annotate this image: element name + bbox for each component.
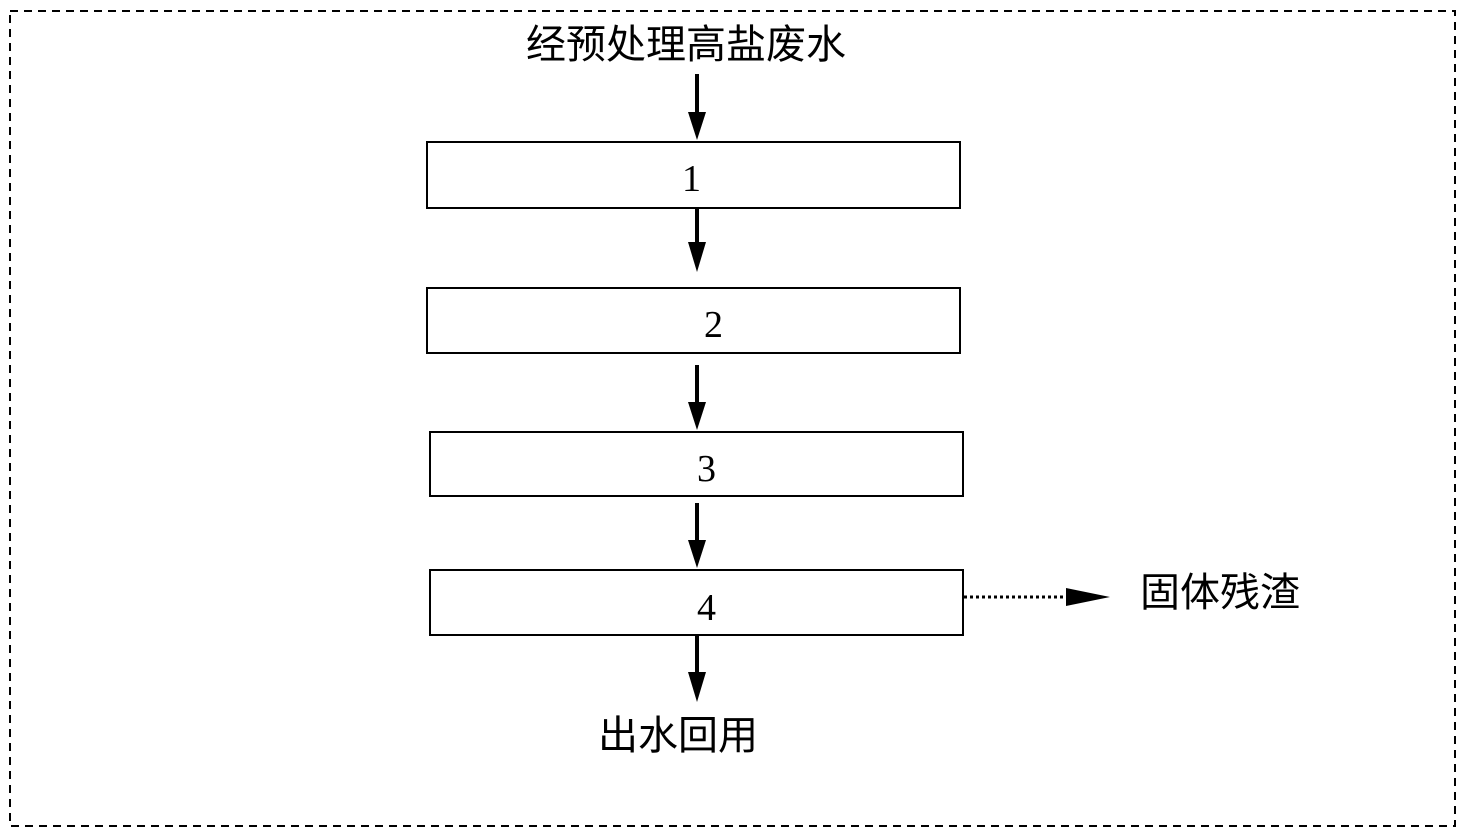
- output-label: 出水回用: [598, 713, 758, 759]
- arrow-step-2-to-step-3: [688, 365, 706, 430]
- step-box-3: 3: [429, 431, 964, 497]
- step-label-3: 3: [697, 448, 716, 490]
- dashed-boundary-frame: [9, 10, 1456, 827]
- step-label-4: 4: [697, 587, 716, 629]
- arrow-input-to-step-1: [688, 74, 706, 140]
- step-box-4: 4: [429, 569, 964, 636]
- step-box-1: 1: [426, 141, 961, 209]
- arrow-step-3-to-step-4: [688, 503, 706, 568]
- solid-residue-label: 固体残渣: [1140, 570, 1300, 616]
- input-label: 经预处理高盐废水: [526, 22, 846, 68]
- arrow-step-4-to-output: [688, 636, 706, 702]
- dotted-arrow-step-4-to-residue: [964, 588, 1110, 606]
- step-box-2: 2: [426, 287, 961, 354]
- step-label-1: 1: [682, 158, 701, 200]
- arrow-step-1-to-step-2: [688, 208, 706, 272]
- step-label-2: 2: [704, 304, 723, 346]
